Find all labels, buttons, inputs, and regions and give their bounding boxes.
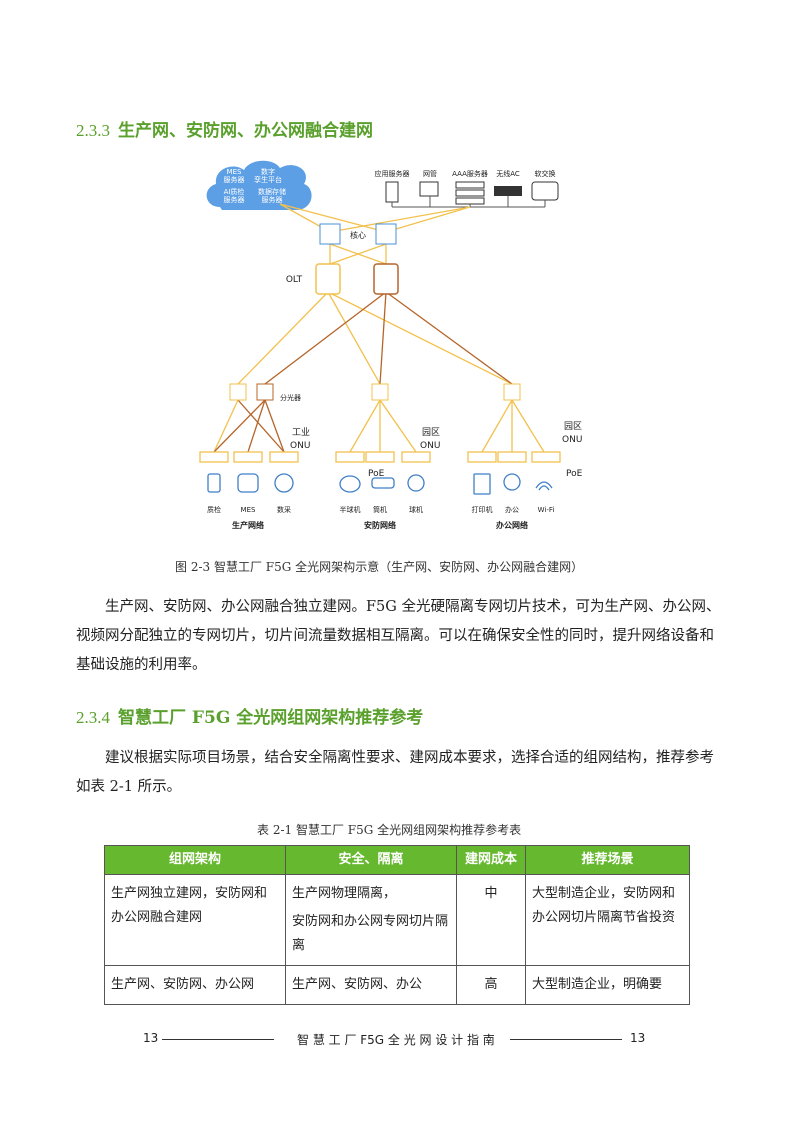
svg-text:筒机: 筒机 [373,505,387,514]
onu-label: 园区 [422,427,440,438]
server-row: 应用服务器 网管 AAA服务器 无线AC 软交换 [375,169,556,178]
svg-text:打印机: 打印机 [472,505,493,514]
footer-rule [510,1039,622,1040]
cloud-label: 数字 [261,167,275,176]
onu-boxes [199,451,561,463]
column-header: 建网成本 [456,845,526,875]
cloud-label: 数据存储 [258,187,286,196]
yellow-links [213,203,545,453]
svg-text:生产网络: 生产网络 [232,520,264,530]
body-paragraph: 建议根据实际项目场景，结合安全隔离性要求、建网成本要求，选择合适的组网结构，推荐… [76,750,714,795]
cell-security: 生产网物理隔离， 安防网和办公网专网切片隔离 [285,874,457,966]
footer-title: 智 慧 工 厂 F5G 全 光 网 设 计 指 南 [297,1033,495,1047]
splitter-label: 分光器 [280,393,301,402]
monitor-icon [419,181,439,197]
svg-text:MES: MES [241,506,256,514]
poe-label: PoE [566,469,583,479]
table-row: 生产网独立建网，安防网和办公网融合建网 生产网物理隔离， 安防网和办公网专网切片… [104,874,690,966]
section-title: 智慧工厂 F5G 全光网组网架构推荐参考 [118,708,424,728]
rack-icon [455,181,485,189]
section-heading-2-3-3: 2.3.3 生产网、安防网、办公网融合建网 [76,116,373,141]
group-labels: 生产网络 安防网络 办公网络 [232,520,528,530]
cell-security-line: 安防网和办公网专网切片隔离 [292,914,449,953]
wireless-ac-icon [494,186,522,196]
cell-security-line: 生产网、安防网、办公 [292,977,423,992]
core-label: 核心 [350,230,366,240]
footer-rule [162,1039,274,1040]
device-icons [207,473,553,495]
section-number: 2.3.3 [76,121,110,140]
svg-text:半球机: 半球机 [340,505,361,514]
svg-text:办公网络: 办公网络 [496,520,528,530]
column-header: 安全、隔离 [285,845,457,875]
cell-security: 生产网、安防网、办公 [285,965,457,1005]
splitter-icon [503,383,521,401]
section-heading-2-3-4: 2.3.4 智慧工厂 F5G 全光网组网架构推荐参考 [76,703,423,728]
cloud-label: 服务器 [224,195,245,204]
server-label: 网管 [423,169,437,178]
cell-arch: 生产网独立建网，安防网和办公网融合建网 [104,874,286,966]
cloud-label: 服务器 [262,195,283,204]
onu-label: ONU [420,441,440,451]
server-label: 无线AC [496,169,520,178]
body-paragraph: 生产网、安防网、办公网融合独立建网。F5G 全光硬隔离专网切片技术，可为生产网、… [76,599,721,673]
footer-page-number-left: 13 [143,1031,159,1045]
cloud-label: 服务器 [224,175,245,184]
column-header: 推荐场景 [525,845,690,875]
table-header-row: 组网架构 安全、隔离 建网成本 推荐场景 [104,845,690,875]
recommendation-table: 组网架构 安全、隔离 建网成本 推荐场景 生产网独立建网，安防网和办公网融合建网… [104,845,690,1005]
svg-text:Wi-Fi: Wi-Fi [538,506,555,514]
cell-cost: 中 [456,874,526,966]
cell-scene: 大型制造企业，安防网和办公网切片隔离节省投资 [525,874,690,966]
onu-label: 园区 [564,421,582,432]
olt-icon [315,263,341,295]
olt-icon [373,263,399,295]
splitter-icon [371,383,389,401]
core-switch-icon [375,223,397,245]
table-caption: 表 2-1 智慧工厂 F5G 全光网组网架构推荐参考表 [257,823,522,837]
server-label: 软交换 [535,169,556,178]
device-labels: 质检 MES 数采 半球机 筒机 球机 打印机 办公 Wi-Fi [207,505,554,514]
splitter-icon [229,383,247,401]
cloud-platform: MES 服务器 数字 孪生平台 AI质检 服务器 数据存储 服务器 [206,160,312,210]
cloud-label: MES [227,168,242,176]
footer-page-number-right: 13 [630,1031,646,1045]
section-title: 生产网、安防网、办公网融合建网 [118,121,373,141]
figure-caption: 图 2-3 智慧工厂 F5G 全光网架构示意（生产网、安防网、办公网融合建网） [175,560,584,574]
onu-label: 工业 [292,427,310,438]
olt-label: OLT [286,275,303,285]
svg-text:安防网络: 安防网络 [364,520,396,530]
server-label: AAA服务器 [452,169,488,178]
column-header: 组网架构 [104,845,286,875]
onu-label: ONU [290,441,310,451]
table-row: 生产网、安防网、办公网 生产网、安防网、办公 高 大型制造企业，明确要 [104,965,690,1005]
svg-text:数采: 数采 [277,505,291,514]
cell-security-line: 生产网物理隔离， [292,886,397,901]
splitter-icon [256,383,274,401]
cell-scene: 大型制造企业，明确要 [525,965,690,1005]
onu-label: ONU [562,435,582,445]
core-switch-icon [319,223,341,245]
cell-cost: 高 [456,965,526,1005]
cell-arch: 生产网、安防网、办公网 [104,965,286,1005]
svg-text:球机: 球机 [409,505,423,514]
server-icon [385,181,399,203]
svg-text:办公: 办公 [505,505,519,514]
softswitch-icon [531,181,559,201]
section-number: 2.3.4 [76,708,110,727]
svg-text:质检: 质检 [207,505,221,514]
cloud-label: 孪生平台 [254,175,282,184]
poe-label: PoE [368,469,385,479]
server-label: 应用服务器 [375,169,410,178]
cloud-label: AI质检 [224,187,245,196]
brown-links [213,291,513,453]
network-architecture-diagram: MES 服务器 数字 孪生平台 AI质检 服务器 数据存储 服务器 应用服务器 … [199,160,583,530]
